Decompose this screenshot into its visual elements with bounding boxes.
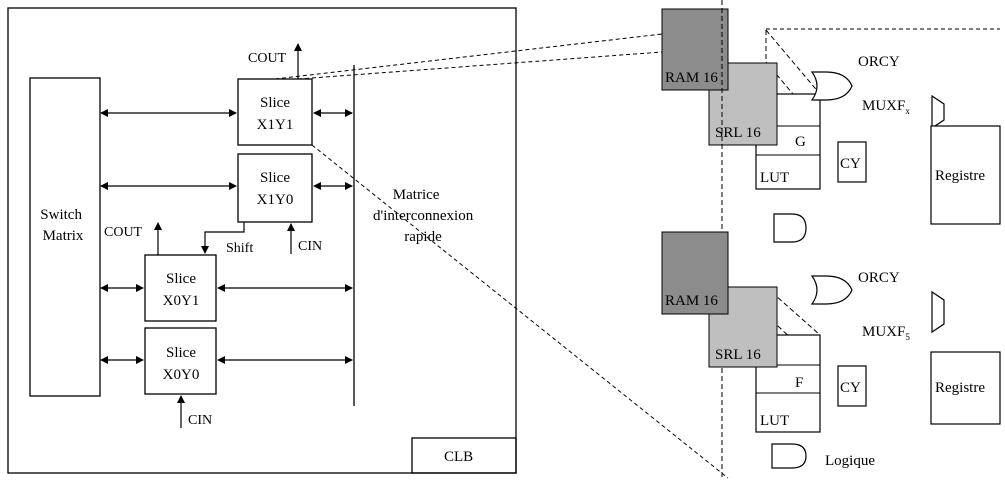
svg-text:Registre: Registre	[935, 380, 985, 396]
upper-cy-box	[837, 141, 867, 183]
upper-orcy-label: ORCY	[858, 54, 900, 70]
lower-register	[930, 351, 1001, 425]
switch-matrix-label: Switch Matrix	[40, 207, 85, 244]
cin-mid-label: CIN	[298, 239, 322, 254]
switch-to-slice-arrows	[100, 109, 237, 364]
svg-text:SRL 16: SRL 16	[715, 347, 761, 363]
slice-to-interconnect-arrows	[217, 109, 353, 364]
svg-text:RAM 16: RAM 16	[665, 293, 718, 309]
cin-bottom-label: CIN	[188, 413, 212, 428]
svg-text:Registre: Registre	[935, 168, 985, 184]
lower-lut-label: LUT	[760, 413, 789, 429]
lower-orcy-label: ORCY	[858, 270, 900, 286]
lower-orcy-gate-icon	[810, 275, 853, 305]
upper-logic-block: G LUT SRL 16 RAM 16	[661, 8, 821, 190]
upper-ram-16	[661, 8, 729, 91]
svg-text:CY: CY	[840, 380, 861, 396]
upper-lut-letter: G	[795, 134, 806, 150]
lower-lut-letter: F	[795, 375, 803, 391]
shift-label: Shift	[226, 241, 253, 256]
upper-register	[930, 125, 1001, 225]
lower-logic-block: F LUT SRL 16 RAM 16	[661, 0, 821, 478]
logique-gate-icon	[771, 443, 807, 469]
clb-label: CLB	[444, 449, 473, 465]
interconnect-label: Matrice d'interconnexion rapide	[373, 187, 477, 245]
svg-text:CY: CY	[840, 156, 861, 172]
lower-cy-box	[837, 365, 867, 407]
middle-and-gate-icon	[773, 213, 807, 243]
upper-mux-icon	[931, 94, 945, 130]
svg-text:RAM 16: RAM 16	[665, 70, 718, 86]
cout-mid-label: COUT	[104, 225, 143, 240]
upper-lut-label: LUT	[760, 170, 789, 186]
cout-top-label: COUT	[248, 51, 287, 66]
switch-matrix	[29, 77, 101, 397]
clb-label-box	[411, 437, 517, 474]
lower-mux-icon	[931, 290, 945, 334]
logique-label: Logique	[825, 453, 875, 469]
svg-text:SRL 16: SRL 16	[715, 125, 761, 141]
shift-arrow	[201, 222, 245, 254]
clb-outline	[7, 7, 517, 474]
upper-orcy-gate-icon	[810, 71, 853, 101]
lower-mux-label: MUXF5	[862, 324, 910, 342]
upper-mux-label: MUXFx	[862, 98, 910, 116]
projection-lines	[274, 28, 1000, 479]
lower-ram-16	[661, 231, 729, 315]
